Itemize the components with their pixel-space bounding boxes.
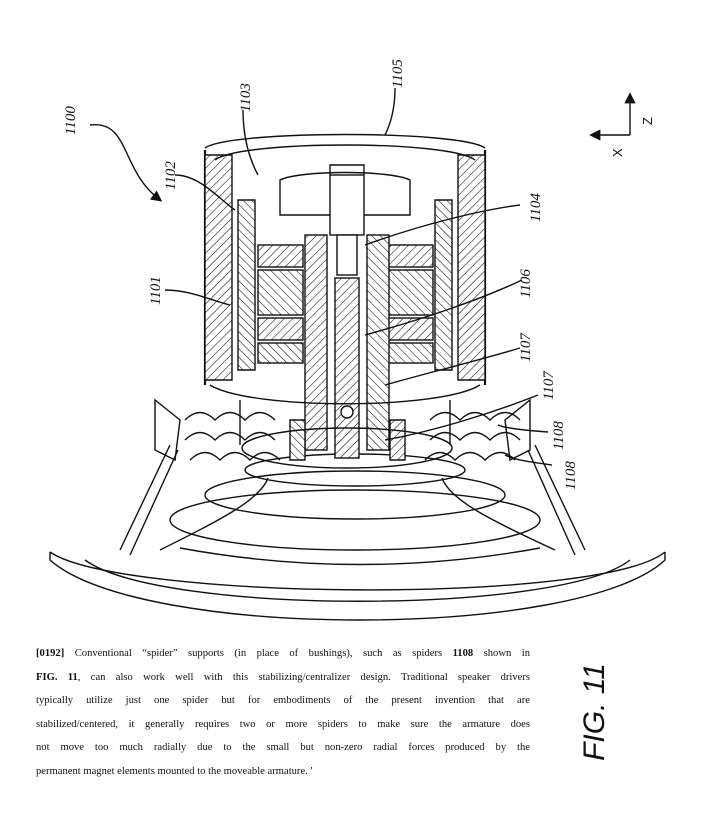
label-1104: 1104 bbox=[528, 193, 544, 222]
label-1108-b: 1108 bbox=[563, 461, 579, 490]
spiders-1108 bbox=[154, 398, 531, 462]
armature-shaft bbox=[329, 164, 365, 459]
paragraph-line-4: stabilized/centered, it generally requir… bbox=[36, 718, 530, 730]
label-1105: 1105 bbox=[390, 59, 406, 88]
label-axis-z: Z bbox=[640, 117, 655, 125]
base-plate bbox=[209, 384, 481, 469]
paragraph-line-2: FIG. 11, can also work well with this st… bbox=[36, 671, 531, 683]
paragraph-number: [0192] bbox=[36, 648, 65, 659]
reference-labels: 1100 1102 1101 1103 1105 1104 1106 1107 … bbox=[63, 59, 655, 490]
paragraph-line-5: not move too much radially due to the sm… bbox=[36, 742, 530, 753]
patent-figure-11: 1100 1102 1101 1103 1105 1104 1106 1107 … bbox=[49, 59, 666, 621]
label-1107-b: 1107 bbox=[541, 370, 557, 400]
label-axis-x: X bbox=[610, 148, 625, 157]
figure-caption: FIG. 11 bbox=[560, 655, 620, 765]
housing-1101 bbox=[203, 133, 487, 385]
paragraph-line-6: permanent magnet elements mounted to the… bbox=[36, 765, 313, 777]
fig-label: FIG. 11 bbox=[577, 663, 611, 761]
speaker-cone bbox=[49, 444, 666, 621]
leader-lines bbox=[89, 87, 553, 466]
label-1106: 1106 bbox=[518, 269, 534, 298]
label-1107-a: 1107 bbox=[518, 332, 534, 362]
paragraph-0192: [0192] Conventional “spider” supports (i… bbox=[36, 642, 530, 783]
axis-indicator bbox=[589, 92, 636, 141]
paragraph-line-3: typically utilize just one spider but fo… bbox=[36, 695, 530, 706]
label-1101: 1101 bbox=[148, 276, 164, 305]
paragraph-line-1: [0192] Conventional “spider” supports (i… bbox=[36, 648, 530, 659]
label-1102: 1102 bbox=[163, 161, 179, 190]
label-1103: 1103 bbox=[238, 83, 254, 112]
label-1108-a: 1108 bbox=[551, 421, 567, 450]
label-1100: 1100 bbox=[63, 106, 79, 135]
magnet-stacks-1106 bbox=[257, 234, 434, 451]
